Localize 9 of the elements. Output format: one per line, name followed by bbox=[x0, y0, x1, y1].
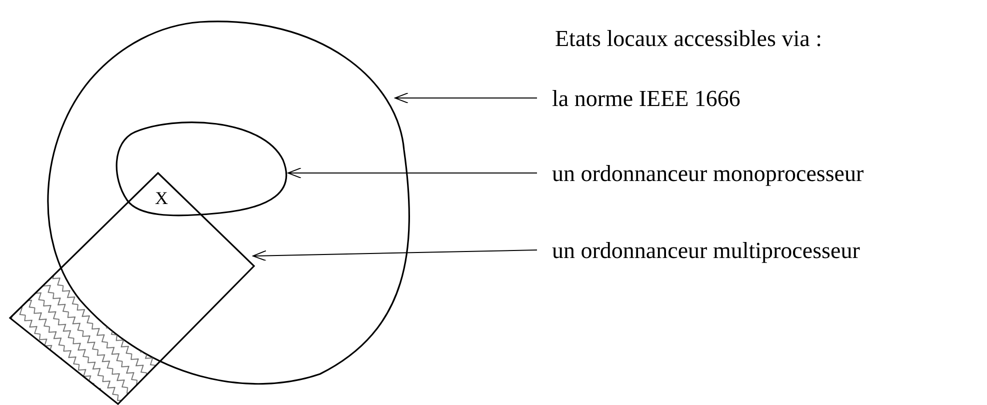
leader-text: un ordonnanceur multiprocesseur bbox=[552, 238, 860, 264]
leader-text: un ordonnanceur monoprocesseur bbox=[552, 161, 864, 187]
region-mark: X bbox=[155, 187, 168, 210]
leader-text: la norme IEEE 1666 bbox=[552, 86, 740, 112]
rectangle-region bbox=[8, 172, 256, 405]
heading: Etats locaux accessibles via : bbox=[555, 26, 822, 52]
leader-line bbox=[288, 168, 538, 178]
leader-line bbox=[394, 92, 538, 104]
leader-line bbox=[252, 250, 538, 262]
